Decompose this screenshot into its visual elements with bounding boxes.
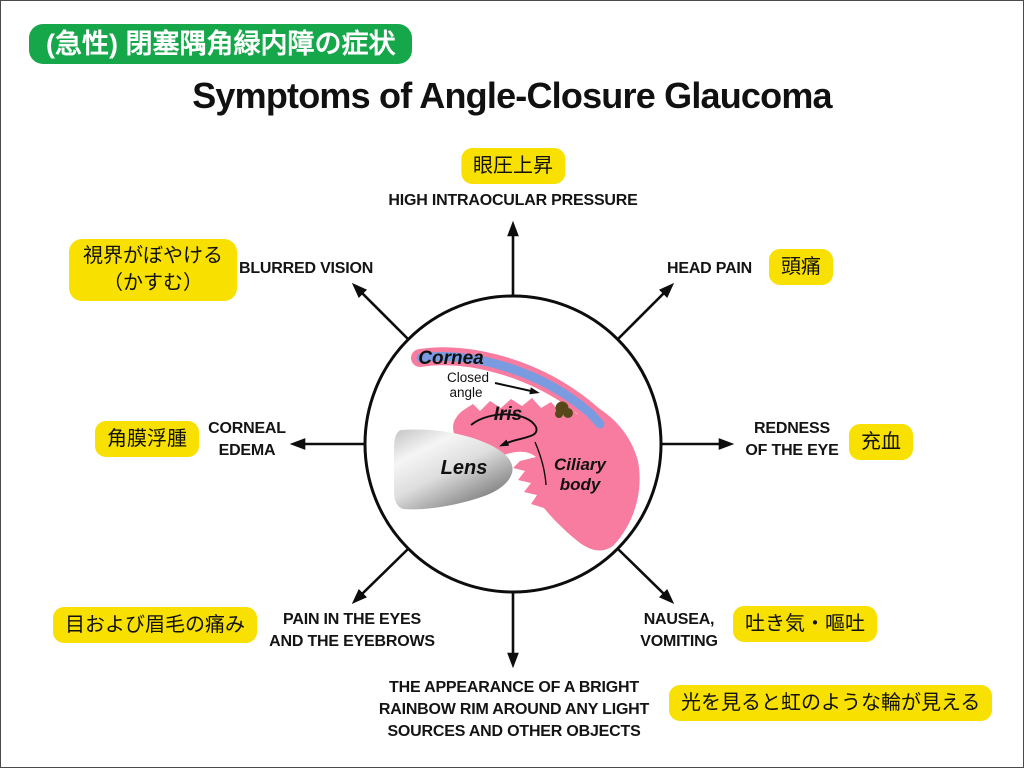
symptom-bottom-left-en-line1: PAIN IN THE EYES: [283, 611, 421, 628]
symptom-bottom-left-ja-badge: 目および眉毛の痛み: [53, 607, 257, 643]
symptom-right-en-label: REDNESS OF THE EYE: [745, 418, 838, 462]
arrow-down-right: [617, 548, 675, 604]
symptom-top-ja-badge: 眼圧上昇: [461, 148, 565, 184]
symptom-bottom-ja-badge: 光を見ると虹のような輪が見える: [669, 685, 993, 721]
symptom-bottom-en-line1: THE APPEARANCE OF A BRIGHT: [389, 679, 639, 696]
arrow-up-right: [617, 282, 675, 340]
symptom-bottom-right-en-line2: VOMITING: [640, 633, 718, 650]
iris-lens-contact-line: [534, 441, 547, 486]
lens-label: Lens: [441, 457, 488, 479]
symptom-left-en-line2: EDEMA: [218, 442, 276, 459]
symptom-bottom-right-ja-badge: 吐き気・嘔吐: [733, 606, 877, 642]
symptom-right-en-line1: REDNESS: [754, 420, 830, 437]
closed-angle-label-line2: angle: [449, 385, 482, 400]
symptom-bottom-right-en-line1: NAUSEA,: [643, 611, 715, 628]
aqueous-flow-arrow: [470, 413, 538, 447]
symptom-top-left-ja-line1: 視界がぼやける: [83, 245, 223, 267]
ciliary-body-label-line1: Ciliary: [554, 455, 608, 474]
symptom-top-left-ja-badge: 視界がぼやける （かすむ）: [69, 239, 237, 301]
cornea-blue-layer: [416, 352, 605, 429]
symptom-top-left-ja-line2: （かすむ）: [103, 272, 203, 294]
ciliary-body-label-line2: body: [560, 475, 602, 494]
symptom-left-ja-badge: 角膜浮腫: [95, 421, 199, 457]
symptom-bottom-en-line3: SOURCES AND OTHER OBJECTS: [387, 723, 641, 740]
page-title: Symptoms of Angle-Closure Glaucoma: [192, 75, 832, 116]
title-badge-japanese: (急性) 閉塞隅角緑内障の症状: [29, 24, 413, 65]
closed-angle-label-line1: Closed: [447, 370, 489, 385]
cornea-label: Cornea: [418, 348, 484, 369]
symptom-right-ja-badge: 充血: [849, 424, 913, 460]
arrow-up-left: [351, 282, 409, 340]
arrow-down-left: [351, 548, 409, 604]
symptom-top-right-ja-badge: 頭痛: [769, 249, 833, 285]
iris-ciliary-body-shape: [453, 398, 640, 551]
symptom-left-en-line1: CORNEAL: [208, 420, 286, 437]
symptom-bottom-right-en-label: NAUSEA, VOMITING: [640, 609, 718, 653]
symptom-bottom-left-en-line2: AND THE EYEBROWS: [269, 633, 435, 650]
symptom-arrows: [289, 220, 735, 669]
symptom-top-right-en-label: HEAD PAIN: [667, 260, 753, 277]
iris-label: Iris: [494, 404, 523, 425]
lens-shape: [394, 429, 513, 510]
closed-angle-pointer-arrow: [494, 382, 540, 395]
symptom-right-en-line2: OF THE EYE: [745, 442, 839, 459]
symptom-top: 眼圧上昇 HIGH INTRAOCULAR PRESSURE: [388, 148, 638, 212]
symptom-bottom-en-line2: RAINBOW RIM AROUND ANY LIGHT: [378, 701, 650, 718]
symptom-bottom-left-en-label: PAIN IN THE EYES AND THE EYEBROWS: [269, 609, 435, 653]
symptom-top-en-label: HIGH INTRAOCULAR PRESSURE: [388, 192, 638, 209]
symptom-left-en-label: CORNEAL EDEMA: [208, 418, 286, 462]
angle-pigment-blob: [555, 401, 573, 418]
symptom-top-left-en-label: BLURRED VISION: [239, 260, 374, 277]
symptom-bottom-en-label: THE APPEARANCE OF A BRIGHT RAINBOW RIM A…: [379, 677, 649, 743]
